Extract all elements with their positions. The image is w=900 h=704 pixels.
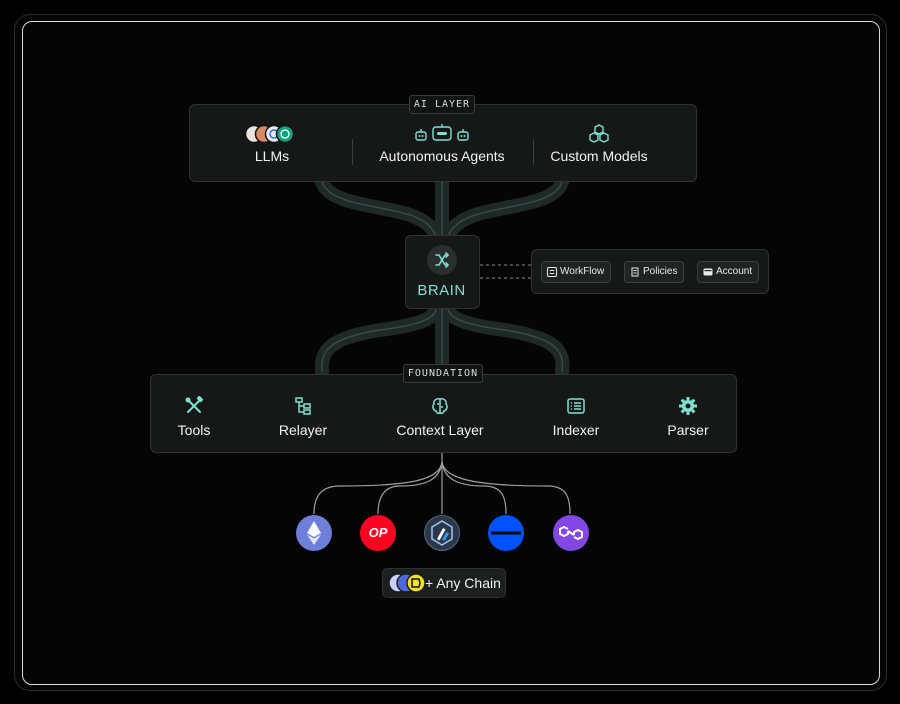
chain-logos-icon <box>388 573 426 593</box>
wallet-icon <box>703 268 713 276</box>
optimism-icon: OP <box>368 525 388 540</box>
ai-item-label: Autonomous Agents <box>379 148 505 164</box>
foundation-item-tools[interactable]: Tools <box>158 396 230 438</box>
divider <box>352 139 353 165</box>
chain-ethereum[interactable] <box>296 515 332 551</box>
llm-logos-icon <box>244 124 295 144</box>
wire-brain-indexer <box>441 301 570 379</box>
ethereum-icon <box>307 521 321 545</box>
chain-arbitrum[interactable] <box>424 515 460 551</box>
module-label: Policies <box>643 266 678 277</box>
shuffle-icon <box>435 252 449 268</box>
foundation-box <box>150 374 737 453</box>
brain-module-links <box>480 264 531 279</box>
workflow-icon <box>547 267 557 277</box>
divider <box>533 139 534 165</box>
robot-icon <box>415 124 469 141</box>
module-label: Account <box>716 266 753 277</box>
chain-polygon[interactable] <box>553 515 589 551</box>
scroll-icon <box>631 267 639 277</box>
foundation-tag: FOUNDATION <box>403 364 483 383</box>
base-icon <box>491 531 521 535</box>
ai-item-llms[interactable]: LLMs <box>222 124 322 164</box>
module-policies[interactable]: Policies <box>624 261 685 283</box>
foundation-item-context-layer[interactable]: Context Layer <box>386 396 494 438</box>
foundation-item-label: Indexer <box>552 422 600 438</box>
polygon-icon <box>559 526 583 540</box>
list-icon <box>567 398 585 414</box>
hierarchy-icon <box>295 397 311 415</box>
module-label: WorkFlow <box>560 266 605 277</box>
chain-links <box>313 452 571 515</box>
ai-layer-tag: AI LAYER <box>409 95 475 114</box>
wire-llm-brain <box>315 175 443 247</box>
ai-item-label: LLMs <box>254 148 290 164</box>
ai-item-custom-models[interactable]: Custom Models <box>545 124 653 164</box>
foundation-item-indexer[interactable]: Indexer <box>540 396 612 438</box>
any-chain-badge[interactable]: + Any Chain <box>382 568 506 598</box>
foundation-item-label: Parser <box>667 422 709 438</box>
wire-brain-tools <box>314 301 443 379</box>
foundation-item-label: Context Layer <box>396 422 484 438</box>
arbitrum-icon <box>431 520 453 546</box>
module-account[interactable]: Account <box>697 261 760 283</box>
foundation-item-parser[interactable]: Parser <box>654 396 722 438</box>
foundation-item-label: Tools <box>177 422 211 438</box>
any-chain-label: + Any Chain <box>425 575 501 591</box>
chain-optimism[interactable]: OP <box>360 515 396 551</box>
cubes-icon <box>589 124 609 143</box>
ai-item-label: Custom Models <box>550 148 648 164</box>
brain-icon <box>432 398 448 415</box>
gear-icon <box>679 397 697 415</box>
tools-icon <box>185 396 204 413</box>
chain-base[interactable] <box>488 515 524 551</box>
brain-icon-wrap <box>427 245 457 275</box>
brain-label: BRAIN <box>417 282 466 299</box>
foundation-item-label: Relayer <box>278 422 328 438</box>
ai-item-agents[interactable]: Autonomous Agents <box>372 124 512 164</box>
module-workflow[interactable]: WorkFlow <box>541 261 612 283</box>
foundation-item-relayer[interactable]: Relayer <box>264 396 342 438</box>
wire-models-brain <box>441 175 569 247</box>
